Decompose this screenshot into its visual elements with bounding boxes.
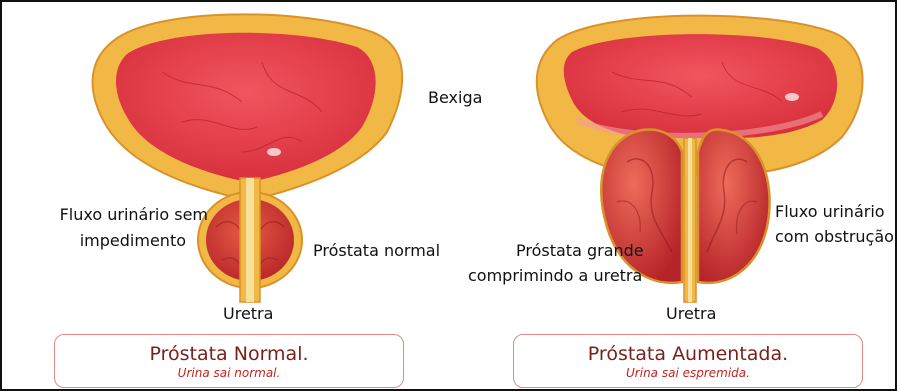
caption-normal-title: Próstata Normal. bbox=[55, 343, 403, 365]
label-obstructed-flow-line1: Fluxo urinário bbox=[775, 202, 885, 222]
label-normal-flow-line2: impedimento bbox=[40, 231, 186, 251]
caption-enlarged-subtitle: Urina sai espremida. bbox=[514, 365, 862, 381]
normal-bladder bbox=[93, 14, 403, 197]
label-large-prostate-line1: Próstata grande bbox=[516, 241, 644, 261]
label-normal-flow-line1: Fluxo urinário sem bbox=[40, 205, 208, 225]
caption-enlarged-title: Próstata Aumentada. bbox=[514, 343, 862, 365]
label-bladder: Bexiga bbox=[428, 88, 482, 108]
normal-urethra bbox=[240, 178, 260, 302]
enlarged-urethra bbox=[684, 138, 696, 302]
label-urethra-enlarged: Uretra bbox=[666, 304, 716, 324]
label-urethra-normal: Uretra bbox=[223, 304, 273, 324]
label-large-prostate-line2: comprimindo a uretra bbox=[468, 266, 642, 286]
caption-normal: Próstata Normal. Urina sai normal. bbox=[54, 334, 404, 388]
label-normal-prostate: Próstata normal bbox=[313, 241, 440, 261]
caption-normal-subtitle: Urina sai normal. bbox=[55, 365, 403, 381]
caption-enlarged: Próstata Aumentada. Urina sai espremida. bbox=[513, 334, 863, 388]
label-obstructed-flow-line2: com obstrução bbox=[775, 227, 894, 247]
